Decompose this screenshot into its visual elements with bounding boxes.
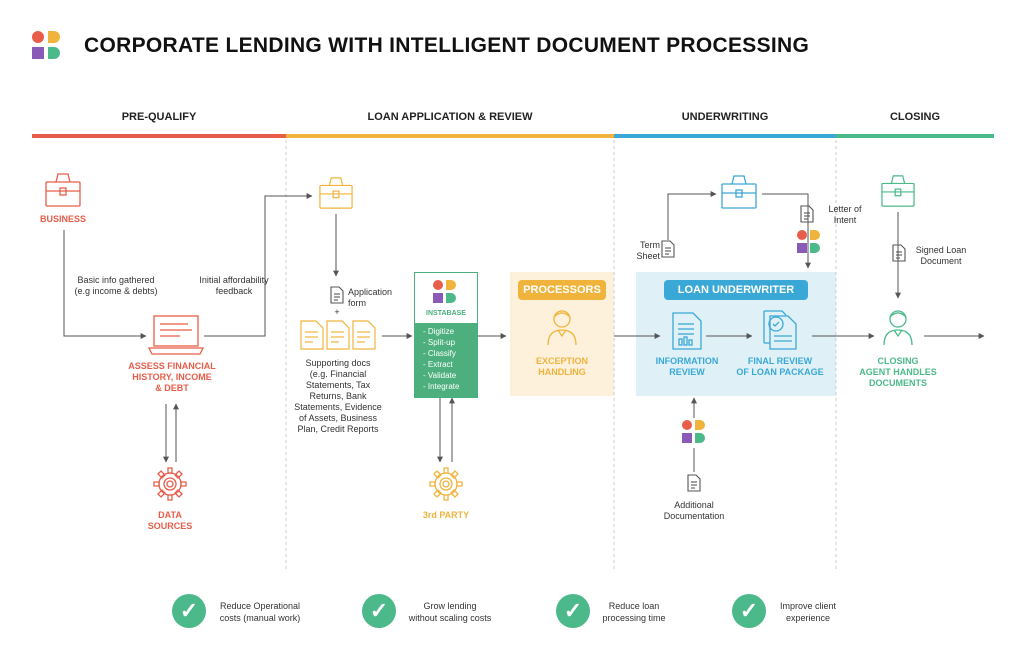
signed-loan-label: Signed Loan Document <box>915 245 967 266</box>
business-label: BUSINESS <box>39 214 86 224</box>
processors-badge: PROCESSORS <box>518 280 606 300</box>
document-icon <box>352 320 376 350</box>
document-icon <box>326 320 350 350</box>
benefit-operational: Reduce Operational costs (manual work) <box>219 601 301 623</box>
logo-dot-yellow <box>48 31 60 43</box>
page-title: CORPORATE LENDING WITH INTELLIGENT DOCUM… <box>84 34 810 57</box>
document-icon <box>800 205 814 223</box>
list-item: - Digitize <box>423 327 455 336</box>
final-review-label: FINAL REVIEW OF LOAN PACKAGE <box>736 356 824 377</box>
list-item: - Extract <box>423 360 453 369</box>
phase-bar-underwriting <box>614 134 836 138</box>
instabase-logo-icon <box>682 420 706 444</box>
logo-dot-purple <box>32 47 44 59</box>
header-logo <box>32 31 64 61</box>
document-icon <box>763 310 797 350</box>
check-icon: ✓ <box>556 594 590 628</box>
loan-underwriter-badge: LOAN UNDERWRITER <box>664 280 808 300</box>
document-icon <box>661 240 675 258</box>
benefit-client-experience: Improve client experience <box>779 601 837 623</box>
briefcase-icon <box>721 175 757 209</box>
additional-documentation-label: Additional Documentation <box>663 500 725 521</box>
basic-info-label: Basic info gathered (e.g income & debts) <box>74 275 158 296</box>
person-icon <box>883 310 913 346</box>
phase-closing: CLOSING <box>889 111 941 123</box>
supporting-docs-label: Supporting docs (e.g. Financial Statemen… <box>294 358 382 434</box>
person-icon <box>547 310 577 346</box>
phase-bar-closing <box>836 134 994 138</box>
instabase-logo-icon <box>433 280 459 304</box>
check-icon: ✓ <box>172 594 206 628</box>
list-item: - Split-up <box>423 338 456 347</box>
assess-financial-label: ASSESS FINANCIAL HISTORY, INCOME & DEBT <box>128 361 216 393</box>
information-review-label: INFORMATION REVIEW <box>655 356 719 377</box>
phase-application: LOAN APPLICATION & REVIEW <box>367 111 533 123</box>
phase-bar-application <box>286 134 614 138</box>
document-icon <box>687 474 701 492</box>
phase-prequalify: PRE-QUALIFY <box>121 111 197 123</box>
exception-handling-label: EXCEPTION HANDLING <box>535 356 588 377</box>
gear-icon <box>429 467 463 501</box>
closing-agent-label: CLOSING AGENT HANDLES DOCUMENTS <box>859 356 937 388</box>
briefcase-icon <box>45 173 81 207</box>
data-sources-label: DATA SOURCES <box>147 510 193 531</box>
laptop-icon <box>148 315 204 355</box>
list-item: - Integrate <box>423 382 460 391</box>
check-icon: ✓ <box>362 594 396 628</box>
phase-underwriting: UNDERWRITING <box>681 111 769 123</box>
phase-bar-prequalify <box>32 134 286 138</box>
briefcase-icon <box>319 177 353 209</box>
instabase-logo-icon <box>797 230 821 254</box>
instabase-steps: - Digitize - Split-up - Classify - Extra… <box>415 323 477 397</box>
instabase-box: INSTABASE - Digitize - Split-up - Classi… <box>414 272 478 398</box>
third-party-label: 3rd PARTY <box>422 510 470 520</box>
plus-label: + <box>334 307 340 317</box>
document-icon <box>300 320 324 350</box>
initial-feedback-label: Initial affordability feedback <box>199 275 269 296</box>
briefcase-icon <box>881 175 915 207</box>
gear-icon <box>153 467 187 501</box>
list-item: - Classify <box>423 349 456 358</box>
document-icon <box>330 286 344 304</box>
letter-of-intent-label: Letter of Intent <box>828 204 862 225</box>
benefit-grow-lending: Grow lending without scaling costs <box>408 601 492 623</box>
benefit-processing-time: Reduce loan processing time <box>602 601 666 623</box>
term-sheet-label: Term Sheet <box>636 240 660 261</box>
instabase-name: INSTABASE <box>426 310 466 317</box>
document-icon <box>672 312 702 350</box>
application-form-label: Application form <box>348 287 393 308</box>
document-icon <box>892 244 906 262</box>
logo-dot-red <box>32 31 44 43</box>
logo-dot-green <box>48 47 60 59</box>
check-icon: ✓ <box>732 594 766 628</box>
list-item: - Validate <box>423 371 457 380</box>
